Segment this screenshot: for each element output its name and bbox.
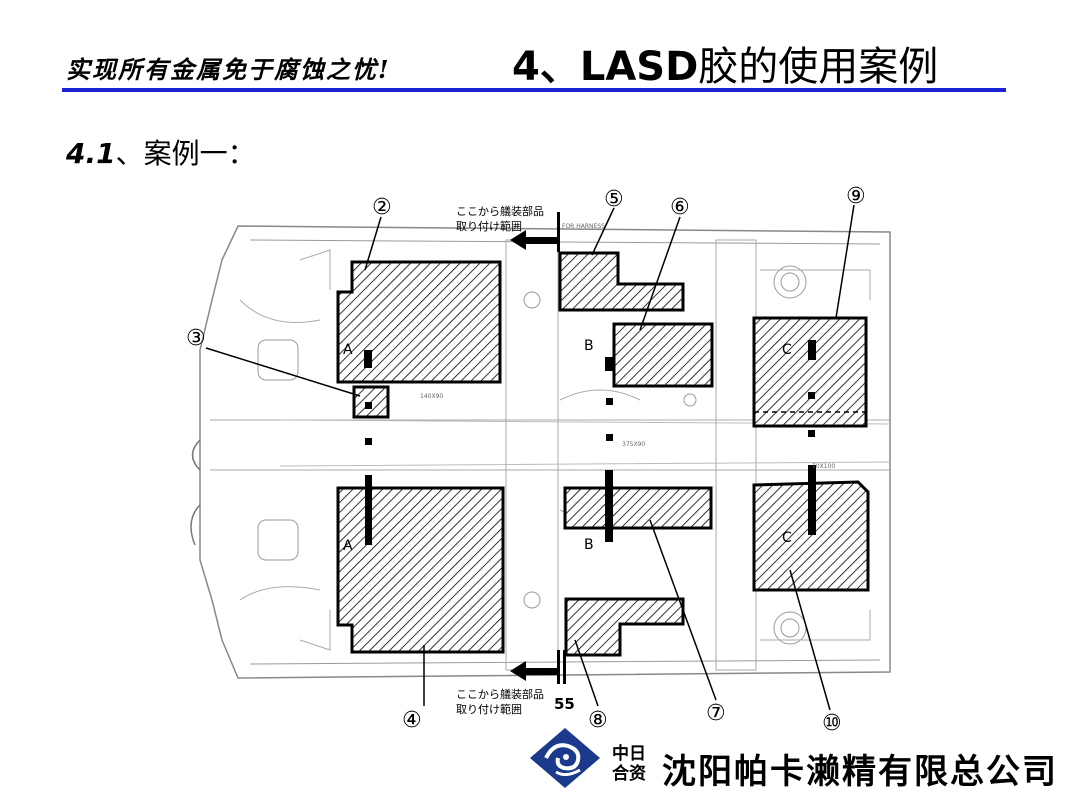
patch-10 <box>752 480 870 592</box>
section-label: 、案例一： <box>115 137 256 170</box>
title-number: 4、LASD <box>512 44 699 90</box>
faint-label-dim2: 375X90 <box>622 441 645 448</box>
faint-label-harness: FOR HARNESS <box>562 223 605 230</box>
vehicle-outline <box>190 225 891 679</box>
patch-2 <box>336 260 502 384</box>
patch-4 <box>336 486 505 654</box>
title-text: 胶的使用案例 <box>698 44 939 90</box>
note-bottom-line1: ここから艤装部品 <box>456 687 544 701</box>
callout-5: ⑤ <box>604 187 624 212</box>
company-name: 沈阳帕卡濑精有限总公司 <box>662 752 1058 792</box>
patch-7 <box>563 486 713 530</box>
patch-8 <box>564 597 685 657</box>
note-top-line2: 取り付け範囲 <box>456 219 522 233</box>
arrow-top-shaft <box>524 237 557 244</box>
callout-2: ② <box>372 195 392 220</box>
arrow-bottom-shaft <box>524 668 557 675</box>
zone-label-a-top: A <box>343 342 353 358</box>
section-heading: 4.1、案例一： <box>66 132 256 172</box>
zone-label-c-top: C <box>782 342 792 358</box>
callout-3: ③ <box>186 326 206 351</box>
faint-label-dim1: 140X90 <box>420 393 443 400</box>
arrow-bottom-head <box>510 661 526 681</box>
leader-lines <box>205 204 855 711</box>
callout-4: ④ <box>402 708 422 733</box>
dimension-label-55: 55 <box>554 695 575 713</box>
patch-6 <box>612 322 714 388</box>
callout-6: ⑥ <box>670 195 690 220</box>
jv-line2: 合资 <box>612 764 646 784</box>
callout-10: ⑩ <box>822 711 842 736</box>
callout-8: ⑧ <box>588 708 608 733</box>
company-logo <box>530 728 600 788</box>
zone-label-b-top: B <box>584 338 594 354</box>
section-number: 4.1 <box>66 137 116 170</box>
zone-label-a-bottom: A <box>343 538 353 554</box>
patch-9 <box>752 316 868 428</box>
lasd-patches <box>336 251 870 657</box>
range-arrows <box>510 230 557 681</box>
jv-line1: 中日 <box>612 744 646 764</box>
joint-venture-label: 中日 合资 <box>612 744 652 784</box>
note-top-line1: ここから艤装部品 <box>456 204 544 218</box>
faint-label-dim3: 70X100 <box>812 463 835 470</box>
zone-label-b-bottom: B <box>584 537 594 553</box>
title-underline <box>62 88 1006 92</box>
arrow-top-head <box>510 230 526 250</box>
sealant-bars <box>364 212 816 684</box>
callout-7: ⑦ <box>706 701 726 726</box>
callout-9: ⑨ <box>846 184 866 209</box>
note-bottom-line2: 取り付け範囲 <box>456 702 522 716</box>
slogan: 实现所有金属免于腐蚀之忧! <box>66 55 391 84</box>
page-title: 4、LASD胶的使用案例 <box>512 34 938 92</box>
zone-label-c-bottom: C <box>782 530 792 546</box>
